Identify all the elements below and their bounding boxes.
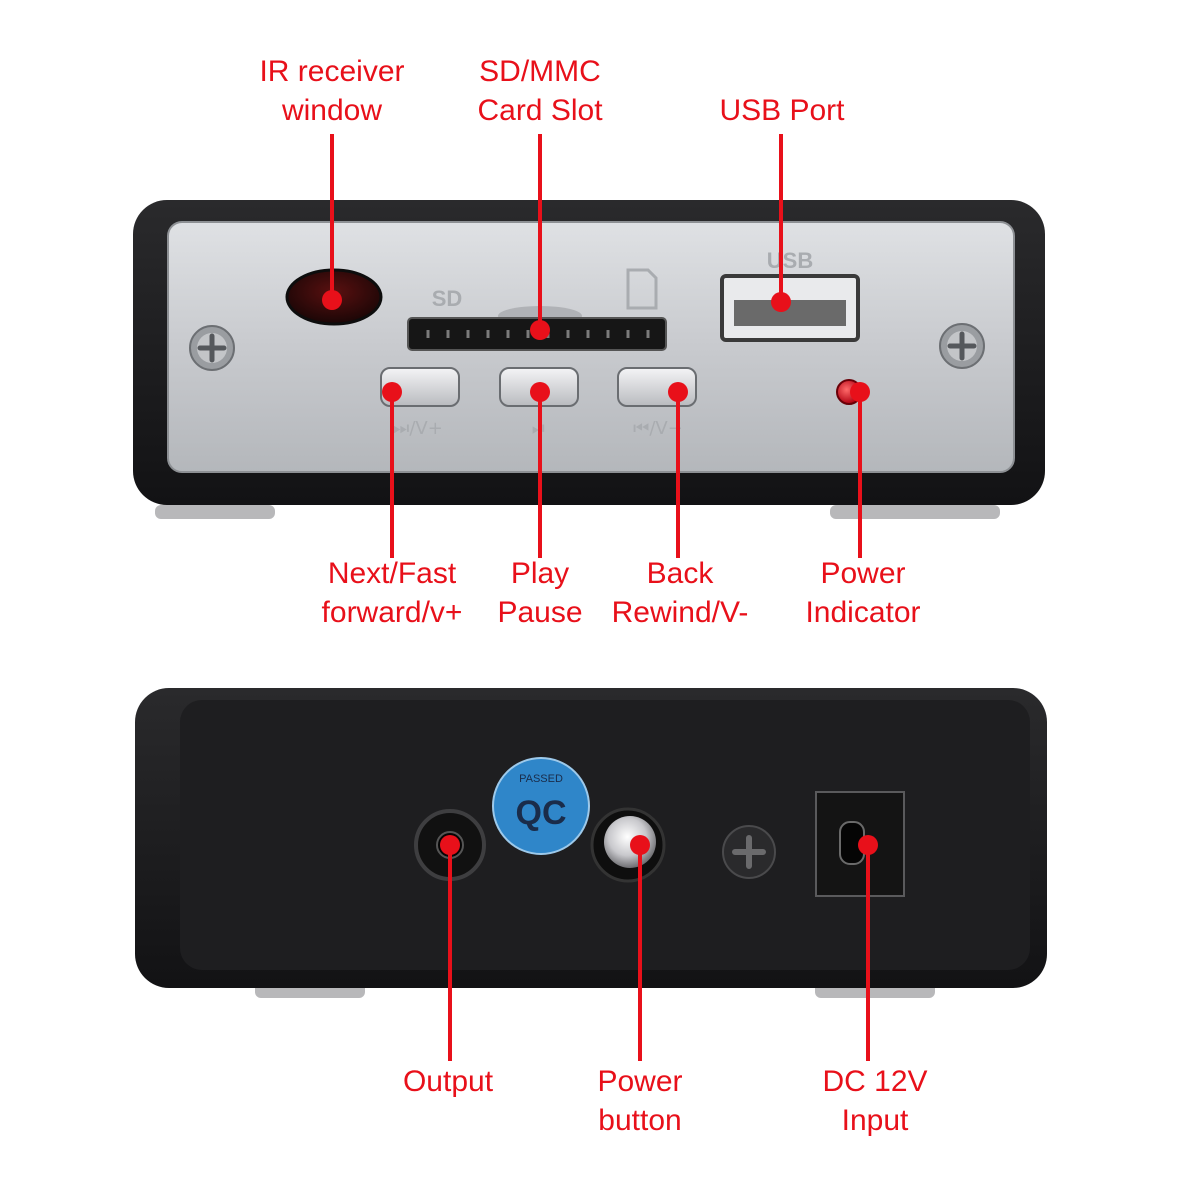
leader-power-indicator (858, 392, 862, 558)
leader-next (390, 392, 394, 558)
qc-sticker: QC PASSED (492, 757, 590, 855)
anchor-dot-output (440, 835, 460, 855)
anchor-dot-card-slot (530, 320, 550, 340)
power-button-knob[interactable] (590, 807, 666, 883)
anchor-dot-back (668, 382, 688, 402)
qc-sticker-text: QC (516, 794, 567, 832)
anchor-dot-power-indicator (850, 382, 870, 402)
anchor-dot-power-button (630, 835, 650, 855)
back-button-silkscreen: ⏮/V− (633, 418, 683, 439)
leader-usb-port (779, 134, 783, 302)
leader-card-slot (538, 134, 542, 330)
usb-silkscreen: USB (767, 248, 813, 273)
anchor-dot-usb-port (771, 292, 791, 312)
next-button-silkscreen: ⏭/V+ (393, 418, 443, 439)
leader-back (676, 392, 680, 558)
qc-sticker-subtext: PASSED (519, 773, 563, 785)
leader-power-button (638, 845, 642, 1061)
leader-dc-input (866, 845, 870, 1061)
callout-output: Output (402, 1065, 494, 1098)
screw-icon-right (939, 323, 985, 369)
leader-output (448, 845, 452, 1061)
anchor-dot-play (530, 382, 550, 402)
screw-icon-rear (722, 825, 776, 879)
bottom-device: QC PASSED (135, 688, 1047, 998)
leader-ir-receiver (330, 134, 334, 300)
anchor-dot-ir-receiver (322, 290, 342, 310)
anchor-dot-dc-input (858, 835, 878, 855)
top-device: SD USB ⏭/V+ ⏯ ⏮/V− (133, 200, 1045, 519)
anchor-dot-next (382, 382, 402, 402)
callout-usb-port: USB Port (719, 94, 845, 127)
top-foot-left (155, 505, 275, 519)
sd-slot-contacts (426, 330, 650, 338)
leader-play (538, 392, 542, 558)
sd-card-icon (626, 268, 658, 310)
screw-icon-left (189, 325, 235, 371)
top-foot-right (830, 505, 1000, 519)
sd-silkscreen: SD (432, 286, 463, 311)
